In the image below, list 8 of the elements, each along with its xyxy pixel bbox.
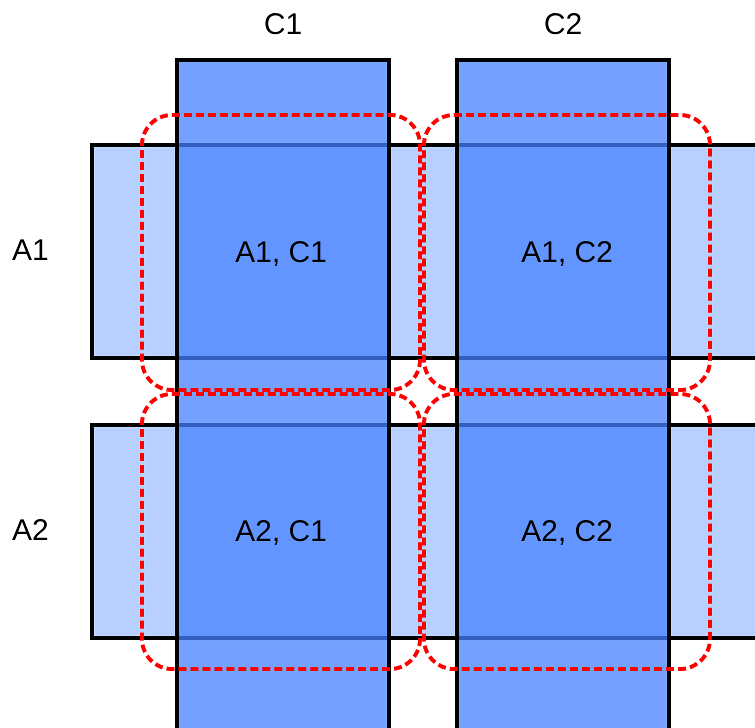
- column-heading: C1: [262, 8, 304, 42]
- cell-label: A1, C2: [521, 236, 613, 270]
- cell-label: A2, C1: [235, 514, 327, 548]
- column-heading: C2: [542, 8, 584, 42]
- row-heading: A2: [12, 514, 49, 548]
- cell-label: A2, C2: [521, 514, 613, 548]
- row-heading: A1: [12, 234, 49, 268]
- cell-label: A1, C1: [235, 236, 327, 270]
